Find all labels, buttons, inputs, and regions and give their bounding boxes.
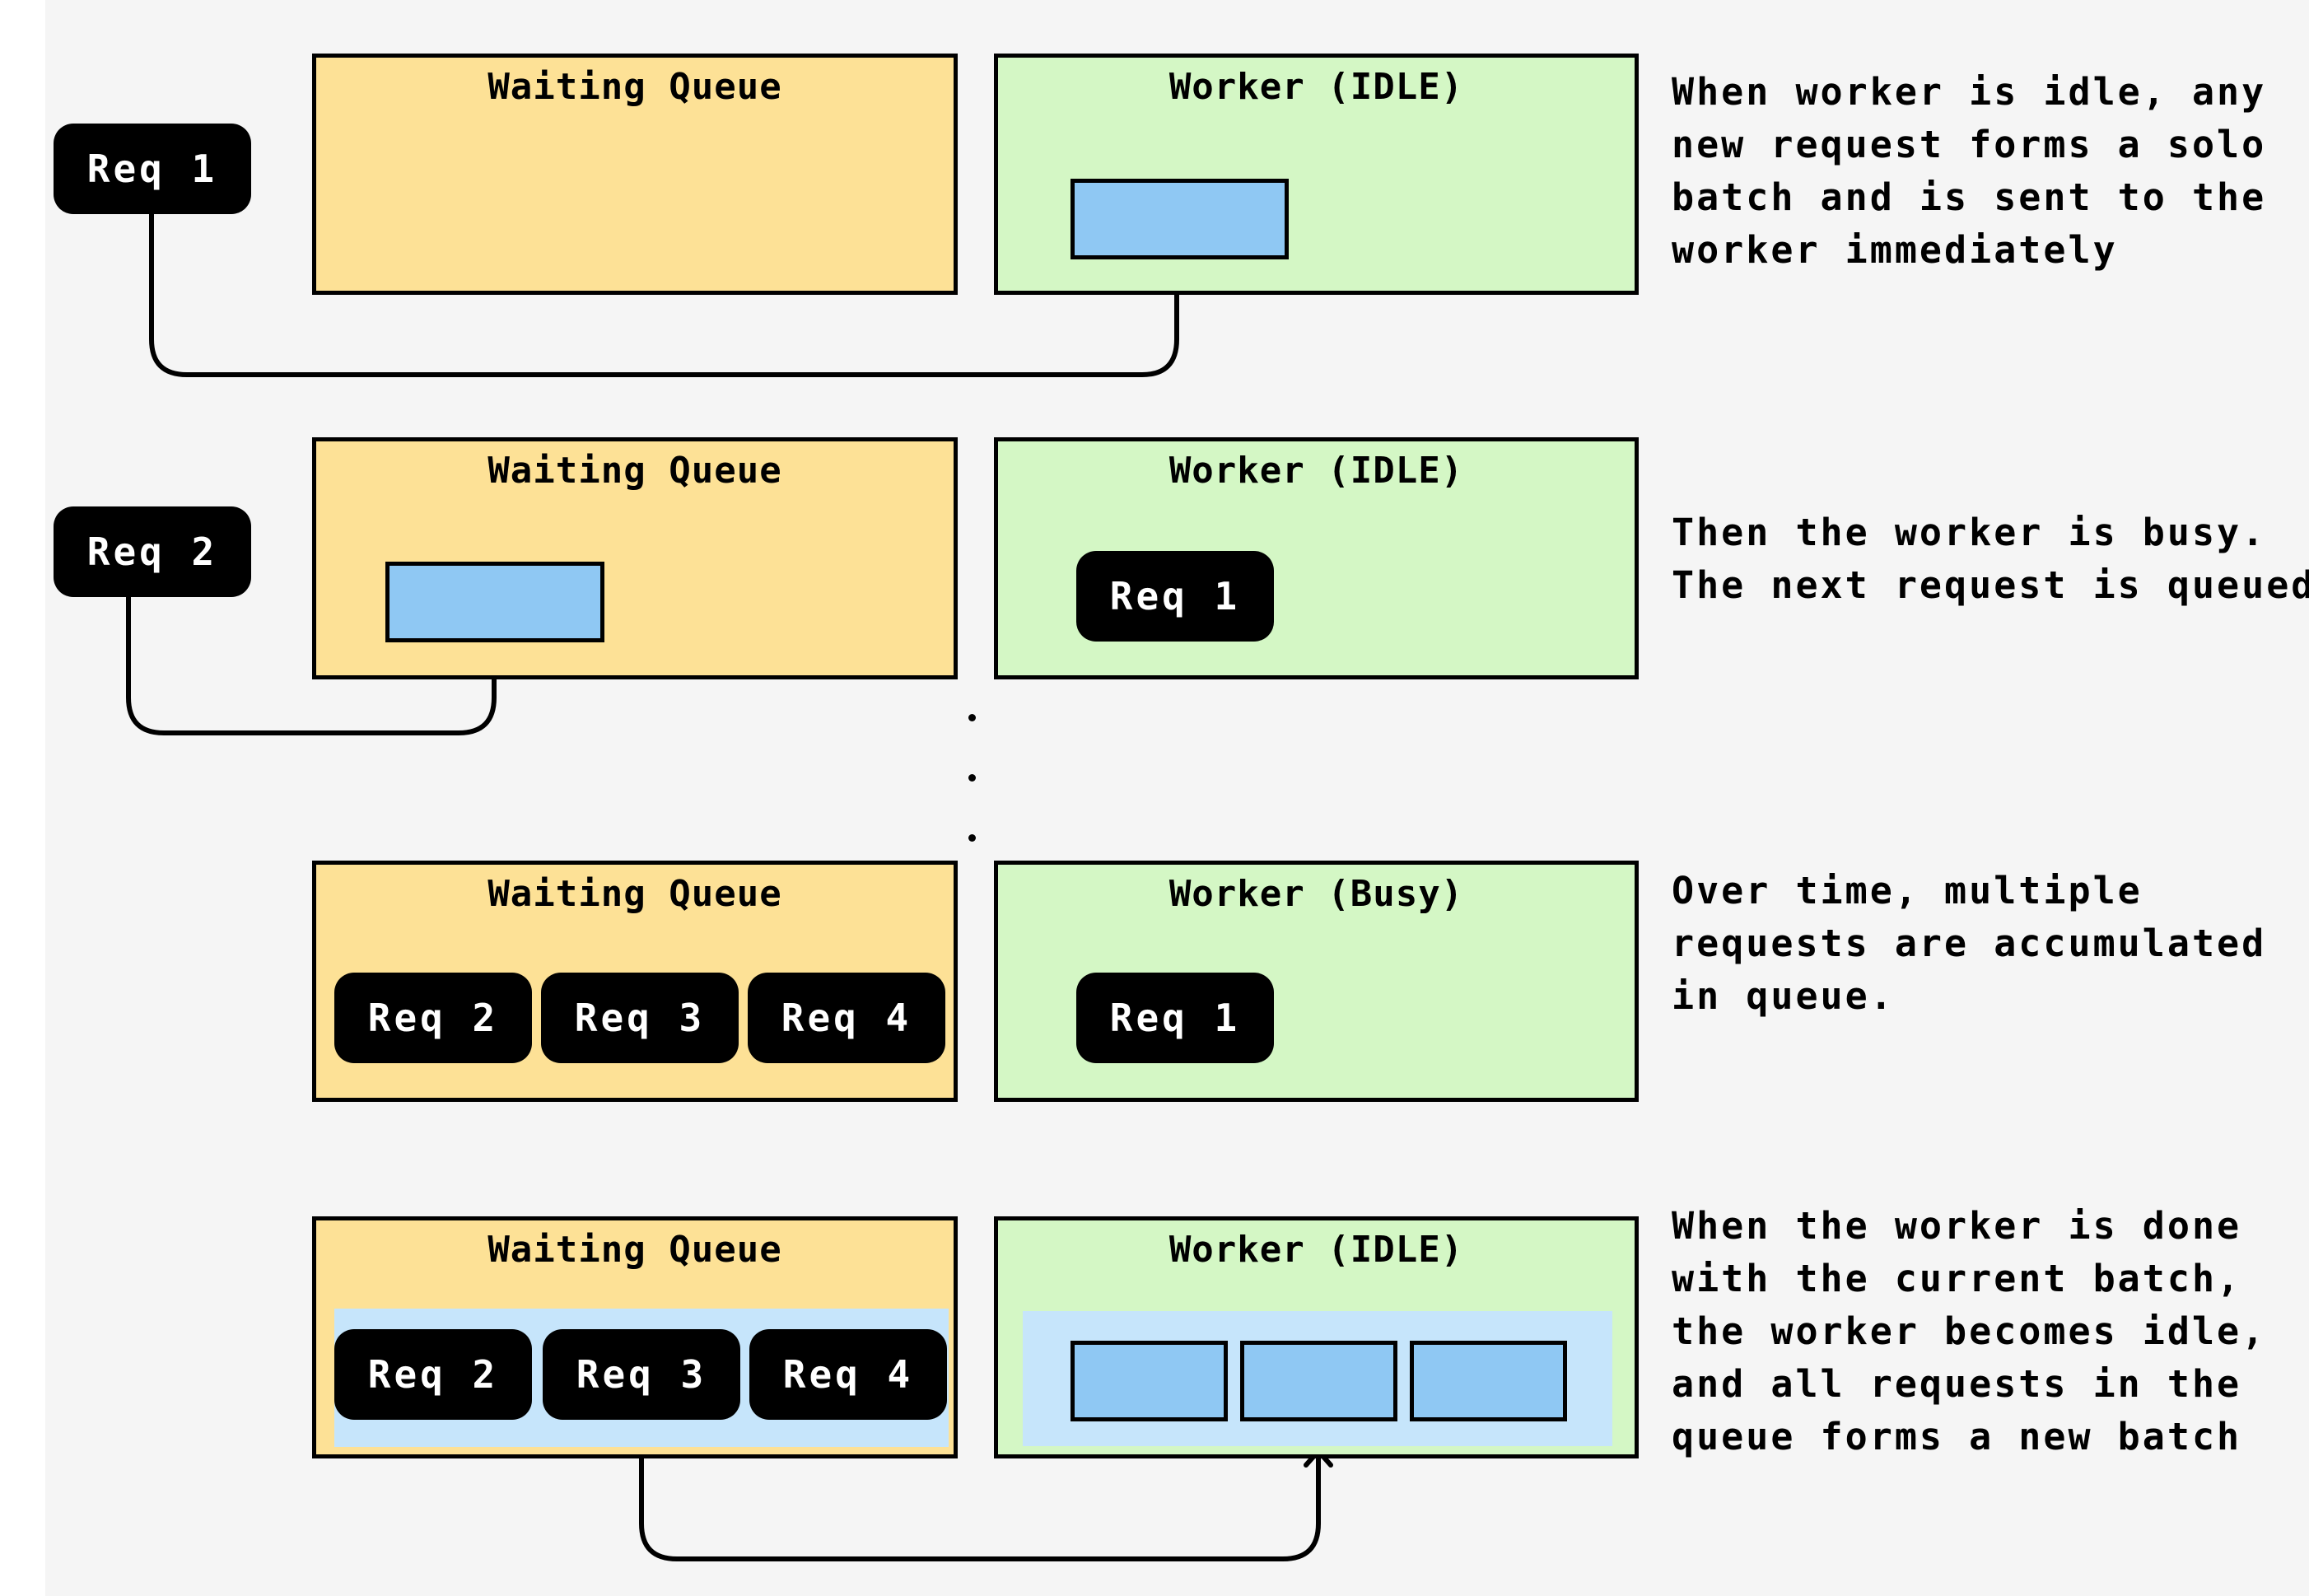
description-line: Over time, multiple — [1672, 869, 2143, 912]
waiting-queue-title: Waiting Queue — [487, 873, 782, 915]
incoming-request-pill: Req 1 — [54, 124, 251, 214]
description-line: batch and is sent to the — [1672, 175, 2267, 219]
row-description: Over time, multiple requests are accumul… — [1672, 865, 2297, 1023]
worker-request-pill: Req 1 — [1076, 551, 1274, 642]
worker-box: Worker (IDLE) Req 1 — [994, 437, 1639, 679]
queued-request-pill: Req 2 — [334, 973, 532, 1063]
description-line: with the current batch, — [1672, 1257, 2242, 1300]
batch-slot — [1071, 179, 1289, 259]
batch-slot — [1410, 1341, 1567, 1421]
ellipsis-dot — [968, 714, 976, 721]
description-line: The next request is queued — [1672, 563, 2309, 607]
description-line: queue forms a new batch — [1672, 1415, 2242, 1458]
worker-title: Worker (Busy) — [1168, 873, 1464, 915]
description-line: Then the worker is busy. — [1672, 511, 2267, 554]
waiting-queue-title: Waiting Queue — [487, 1229, 782, 1271]
description-line: When worker is idle, any — [1672, 70, 2267, 114]
description-line: requests are accumulated — [1672, 922, 2267, 965]
batch-slot — [1071, 1341, 1228, 1421]
waiting-queue-title: Waiting Queue — [487, 450, 782, 492]
description-line: When the worker is done — [1672, 1204, 2242, 1248]
description-line: new request forms a solo — [1672, 123, 2267, 166]
worker-title: Worker (IDLE) — [1168, 1229, 1464, 1271]
waiting-queue-title: Waiting Queue — [487, 66, 782, 108]
queue-slot — [385, 562, 604, 642]
arrow-req1-to-worker — [149, 212, 1179, 377]
queued-request-pill: Req 2 — [334, 1329, 532, 1420]
ellipsis-dot — [968, 834, 976, 842]
waiting-queue-box: Waiting Queue — [312, 437, 958, 679]
worker-box: Worker (Busy) Req 1 — [994, 861, 1639, 1102]
queued-request-pill: Req 4 — [748, 973, 945, 1063]
worker-request-pill: Req 1 — [1076, 973, 1274, 1063]
queued-request-pill: Req 3 — [541, 973, 739, 1063]
worker-title: Worker (IDLE) — [1168, 450, 1464, 492]
description-line: the worker becomes idle, — [1672, 1309, 2267, 1353]
queued-request-pill: Req 4 — [749, 1329, 947, 1420]
description-line: worker immediately — [1672, 228, 2118, 272]
arrow-req2-to-queue — [126, 595, 497, 735]
description-line: and all requests in the — [1672, 1362, 2242, 1406]
ellipsis-dot — [968, 774, 976, 782]
worker-title: Worker (IDLE) — [1168, 66, 1464, 108]
row-description: Then the worker is busy. The next reques… — [1672, 506, 2309, 612]
arrow-batch-to-worker — [639, 1444, 1321, 1561]
queued-request-pill: Req 3 — [543, 1329, 740, 1420]
worker-box: Worker (IDLE) — [994, 54, 1639, 295]
row-description: When the worker is done with the current… — [1672, 1200, 2297, 1463]
description-line: in queue. — [1672, 974, 1895, 1018]
waiting-queue-box: Waiting Queue Req 2 Req 3 Req 4 — [312, 861, 958, 1102]
waiting-queue-box: Waiting Queue — [312, 54, 958, 295]
incoming-request-pill: Req 2 — [54, 506, 251, 597]
batch-slot — [1240, 1341, 1397, 1421]
row-description: When worker is idle, any new request for… — [1672, 66, 2297, 277]
waiting-queue-box: Waiting Queue Req 2 Req 3 Req 4 — [312, 1216, 958, 1458]
worker-box: Worker (IDLE) — [994, 1216, 1639, 1458]
